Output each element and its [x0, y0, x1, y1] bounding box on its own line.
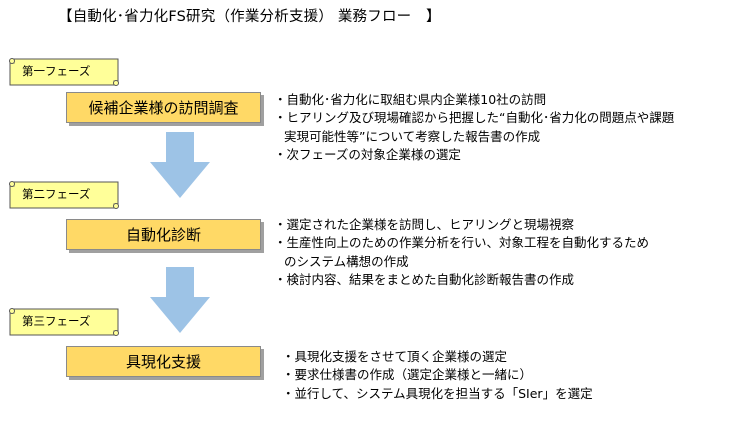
step-label-3: 具現化支援 [125, 353, 201, 371]
scroll-shape-icon [9, 181, 119, 209]
bullet-3-1: ・具現化支援をさせて頂く企業様の選定 [282, 349, 508, 364]
step-box-1: 候補企業様の訪問調査 [66, 92, 261, 123]
down-arrow-icon-1 [150, 132, 210, 198]
scroll-shape-icon [9, 58, 119, 86]
bullet-2-1: ・選定された企業様を訪問し、ヒアリングと現場視察 [274, 217, 575, 232]
bullet-2-3: のシステム構想の作成 [284, 253, 409, 269]
bullet-2-4: ・検討内容、結果をまとめた自動化診断報告書の作成 [274, 271, 575, 287]
scroll-shape-icon [9, 308, 119, 336]
bullet-list-1: ・自動化･省力化に取組む県内企業様10社の訪問 ・ヒアリング及び現場確認から把握… [274, 91, 674, 164]
bullet-list-3: ・具現化支援をさせて頂く企業様の選定 ・要求仕様書の作成（選定企業様と一緒に） … [282, 348, 593, 403]
diagram-title: 【自動化･省力化FS研究（作業分析支援） 業務フロー 】 [58, 9, 441, 25]
bullet-1-3: 実現可能性等”について考察した報告書の作成 [284, 128, 541, 144]
step-label-2: 自動化診断 [125, 226, 201, 244]
down-arrow-icon-2 [150, 267, 210, 333]
phase-label-3: 第三フェーズ [22, 314, 91, 328]
phase-scroll-3: 第三フェーズ [4, 304, 122, 338]
bullet-1-4: ・次フェーズの対象企業様の選定 [274, 146, 461, 162]
bullet-3-3: ・並行して、システム具現化を担当する「SIer」を選定 [282, 385, 593, 401]
step-box-3: 具現化支援 [66, 346, 261, 377]
bullet-1-2: ・ヒアリング及び現場確認から把握した“自動化･省力化の問題点や課題 [274, 110, 675, 126]
bullet-3-2: ・要求仕様書の作成（選定企業様と一緒に） [282, 367, 533, 383]
step-label-1: 候補企業様の訪問調査 [88, 99, 239, 117]
phase-label-1: 第一フェーズ [22, 64, 91, 78]
step-box-2: 自動化診断 [66, 219, 261, 250]
phase-scroll-1: 第一フェーズ [4, 54, 122, 88]
bullet-1-1: ・自動化･省力化に取組む県内企業様10社の訪問 [274, 92, 547, 107]
phase-scroll-2: 第二フェーズ [4, 177, 122, 211]
bullet-2-2: ・生産性向上のための作業分析を行い、対象工程を自動化するため [274, 235, 650, 251]
bullet-list-2: ・選定された企業様を訪問し、ヒアリングと現場視察 ・生産性向上のための作業分析を… [274, 216, 649, 289]
phase-label-2: 第二フェーズ [22, 187, 91, 201]
